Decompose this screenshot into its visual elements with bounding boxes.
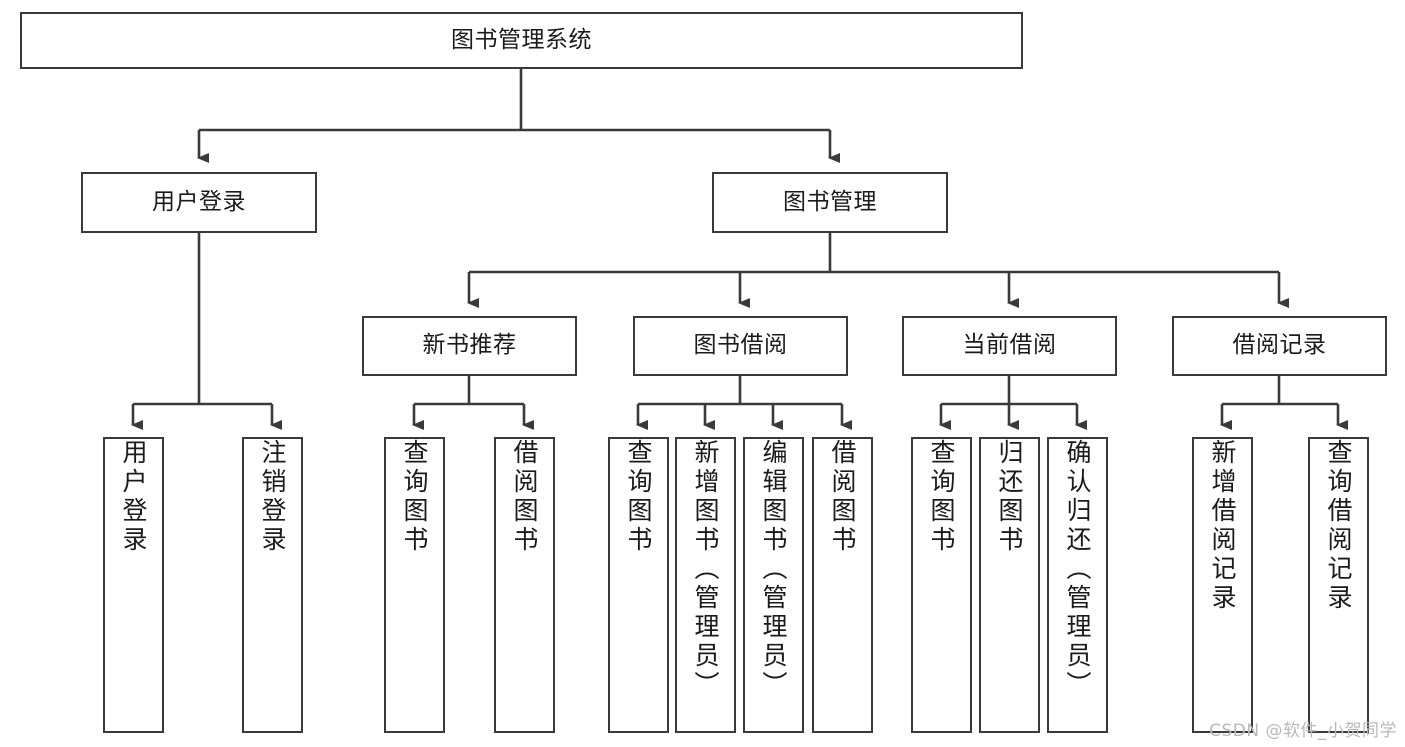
node-label: 当前借阅 xyxy=(962,332,1057,359)
node-label: 借阅记录 xyxy=(1232,332,1327,359)
node-label: 用户登录 xyxy=(152,188,246,215)
leaf-record-add-record[interactable]: 新增借阅记录 xyxy=(1192,437,1253,733)
leaf-borrow-borrow-book[interactable]: 借阅图书 xyxy=(812,437,873,733)
leaf-current-confirm-return[interactable]: 确认归还（管理员） xyxy=(1047,437,1108,733)
leaf-current-query-book[interactable]: 查询图书 xyxy=(911,437,972,733)
leaf-record-query-record[interactable]: 查询借阅记录 xyxy=(1308,437,1369,733)
leaf-current-return-book[interactable]: 归还图书 xyxy=(979,437,1040,733)
node-label: 注销登录 xyxy=(258,439,287,555)
node-label: 图书管理 xyxy=(783,188,877,215)
node-label: 确认归还（管理员） xyxy=(1063,439,1092,700)
node-label: 新增借阅记录 xyxy=(1208,439,1237,613)
leaf-recommend-query-book[interactable]: 查询图书 xyxy=(384,437,445,733)
leaf-borrow-query-book[interactable]: 查询图书 xyxy=(608,437,669,733)
node-label: 借阅图书 xyxy=(828,439,857,555)
node-label: 借阅图书 xyxy=(510,439,539,555)
node-label: 图书管理系统 xyxy=(451,26,592,53)
node-label: 查询图书 xyxy=(624,439,653,555)
node-root-system[interactable]: 图书管理系统 xyxy=(20,12,1023,69)
node-current-borrow[interactable]: 当前借阅 xyxy=(902,316,1117,376)
leaf-borrow-edit-book[interactable]: 编辑图书（管理员） xyxy=(743,437,804,733)
leaf-user-login-logout[interactable]: 注销登录 xyxy=(242,437,303,733)
node-label: 图书借阅 xyxy=(693,332,788,359)
node-book-borrow[interactable]: 图书借阅 xyxy=(633,316,848,376)
node-user-login[interactable]: 用户登录 xyxy=(81,172,317,233)
node-label: 新增图书（管理员） xyxy=(691,439,720,700)
leaf-borrow-add-book[interactable]: 新增图书（管理员） xyxy=(675,437,736,733)
leaf-user-login-login[interactable]: 用户登录 xyxy=(103,437,164,733)
node-label: 编辑图书（管理员） xyxy=(759,439,788,700)
node-label: 查询图书 xyxy=(400,439,429,555)
node-label: 查询借阅记录 xyxy=(1324,439,1353,613)
node-book-management[interactable]: 图书管理 xyxy=(712,172,948,233)
node-new-book-recommend[interactable]: 新书推荐 xyxy=(362,316,577,376)
node-label: 新书推荐 xyxy=(422,332,517,359)
node-borrow-record[interactable]: 借阅记录 xyxy=(1172,316,1387,376)
node-label: 归还图书 xyxy=(995,439,1024,555)
node-label: 用户登录 xyxy=(119,439,148,555)
node-label: 查询图书 xyxy=(927,439,956,555)
leaf-recommend-borrow-book[interactable]: 借阅图书 xyxy=(494,437,555,733)
watermark: CSDN @软件_小贺同学 xyxy=(1209,721,1397,741)
